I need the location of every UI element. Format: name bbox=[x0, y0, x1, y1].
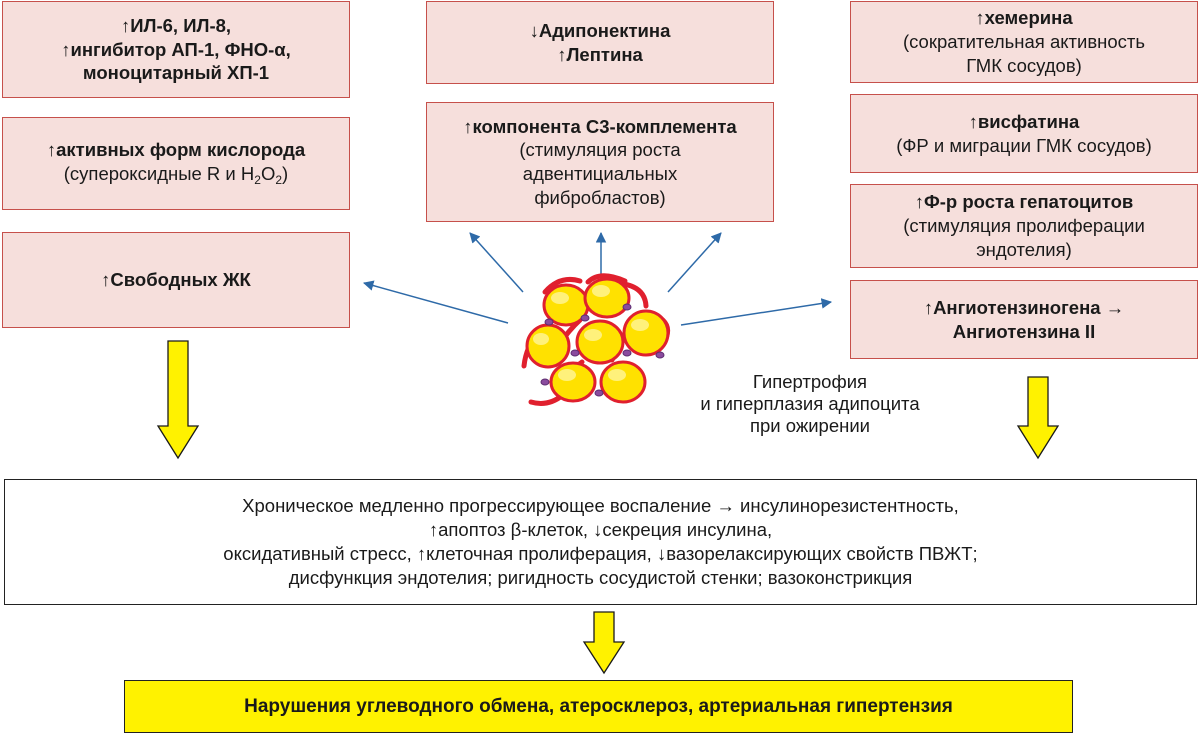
caption-line3: при ожирении bbox=[749, 415, 871, 437]
box-hgf-line3: эндотелия) bbox=[976, 238, 1072, 260]
adipocyte-cluster-icon bbox=[521, 273, 671, 406]
ros-note-sub1: 2 bbox=[254, 173, 261, 188]
ros-note-mid: O bbox=[260, 163, 276, 185]
arrow-center-down bbox=[582, 611, 626, 675]
consequences-box: Хроническое медленно прогрессирующее вос… bbox=[4, 479, 1197, 605]
box-chemerin-title: ↑хемерина bbox=[975, 7, 1073, 29]
box-complement-c3-line2: (стимуляция роста bbox=[519, 139, 681, 161]
box-leptin-line: ↑Лептина bbox=[557, 43, 643, 65]
box-chemerin-line3: ГМК сосудов) bbox=[966, 54, 1082, 76]
consequences-line1: Хроническое медленно прогрессирующее вос… bbox=[242, 494, 959, 516]
final-outcome-box: Нарушения углеводного обмена, атеросклер… bbox=[124, 680, 1073, 733]
arrow-left-down bbox=[156, 340, 200, 460]
arrow-to-adipokines-left bbox=[469, 232, 524, 293]
box-cytokines-line1: ↑ИЛ-6, ИЛ-8, bbox=[120, 14, 232, 36]
box-chemerin-line2: (сократительная активность bbox=[902, 31, 1146, 53]
box-complement-c3-line4: фибробластов) bbox=[534, 186, 666, 208]
box-hepatocyte-growth-factor: ↑Ф-р роста гепатоцитов (стимуляция проли… bbox=[850, 184, 1198, 268]
ros-note-sub2: 2 bbox=[275, 173, 283, 188]
consequences-line3: оксидативный стресс, ↑клеточная пролифер… bbox=[223, 543, 978, 564]
ros-note-pre: (супероксидные R и H bbox=[63, 163, 255, 185]
box-reactive-oxygen: ↑активных форм кислорода (супероксидные … bbox=[2, 117, 350, 210]
box-chemerin: ↑хемерина (сократительная активность ГМК… bbox=[850, 1, 1198, 83]
consequences-line4: дисфункция эндотелия; ригидность сосудис… bbox=[288, 567, 913, 589]
arrow-right-down bbox=[1016, 376, 1060, 460]
box-visfatin-title: ↑висфатина bbox=[968, 110, 1080, 132]
box-visfatin-line2: (ФР и миграции ГМК сосудов) bbox=[896, 134, 1152, 156]
caption-line2: и гиперплазия адипоцита bbox=[700, 393, 920, 415]
box-hgf-line2: (стимуляция пролиферации bbox=[903, 215, 1145, 237]
box-free-fatty-acids-title: ↑Свободных ЖК bbox=[101, 269, 251, 291]
box-hgf-title: ↑Ф-р роста гепатоцитов bbox=[914, 191, 1134, 213]
box-complement-c3: ↑компонента С3-комплемента (стимуляция р… bbox=[426, 102, 774, 222]
arrow-to-free-fatty-acids bbox=[362, 280, 509, 324]
box-cytokines: ↑ИЛ-6, ИЛ-8, ↑ингибитор АП-1, ФНО-α, мон… bbox=[2, 1, 350, 98]
box-complement-c3-title: ↑компонента С3-комплемента bbox=[463, 115, 737, 137]
box-free-fatty-acids: ↑Свободных ЖК bbox=[2, 232, 350, 328]
ros-note-post: ) bbox=[282, 163, 289, 185]
box-reactive-oxygen-note: (супероксидные R и H2O2) bbox=[64, 162, 288, 188]
box-reactive-oxygen-title: ↑активных форм кислорода bbox=[46, 139, 306, 161]
box-angiotensin-line2: Ангиотензина II bbox=[952, 320, 1096, 342]
box-cytokines-line3: моноцитарный ХП-1 bbox=[82, 62, 270, 84]
final-outcome-text: Нарушения углеводного обмена, атеросклер… bbox=[244, 695, 953, 717]
adipocyte-caption: Гипертрофия и гиперплазия адипоцита при … bbox=[690, 371, 930, 438]
box-complement-c3-line3: адвентициальных bbox=[522, 163, 678, 184]
consequences-line2: ↑апоптоз β-клеток, ↓секреция инсулина, bbox=[428, 518, 773, 540]
box-visfatin: ↑висфатина (ФР и миграции ГМК сосудов) bbox=[850, 94, 1198, 173]
arrow-to-adipokines-right bbox=[667, 232, 722, 293]
box-cytokines-line2: ↑ингибитор АП-1, ФНО-α, bbox=[61, 38, 291, 60]
arrow-to-angiotensin bbox=[680, 298, 833, 326]
box-angiotensin-line1: ↑Ангиотензиногена → bbox=[923, 296, 1125, 318]
box-adiponectin-leptin: ↓Адипонектина ↑Лептина bbox=[426, 1, 774, 84]
caption-line1: Гипертрофия bbox=[752, 371, 868, 392]
box-angiotensin: ↑Ангиотензиногена → Ангиотензина II bbox=[850, 280, 1198, 359]
box-adiponectin-line: ↓Адипонектина bbox=[529, 19, 671, 41]
